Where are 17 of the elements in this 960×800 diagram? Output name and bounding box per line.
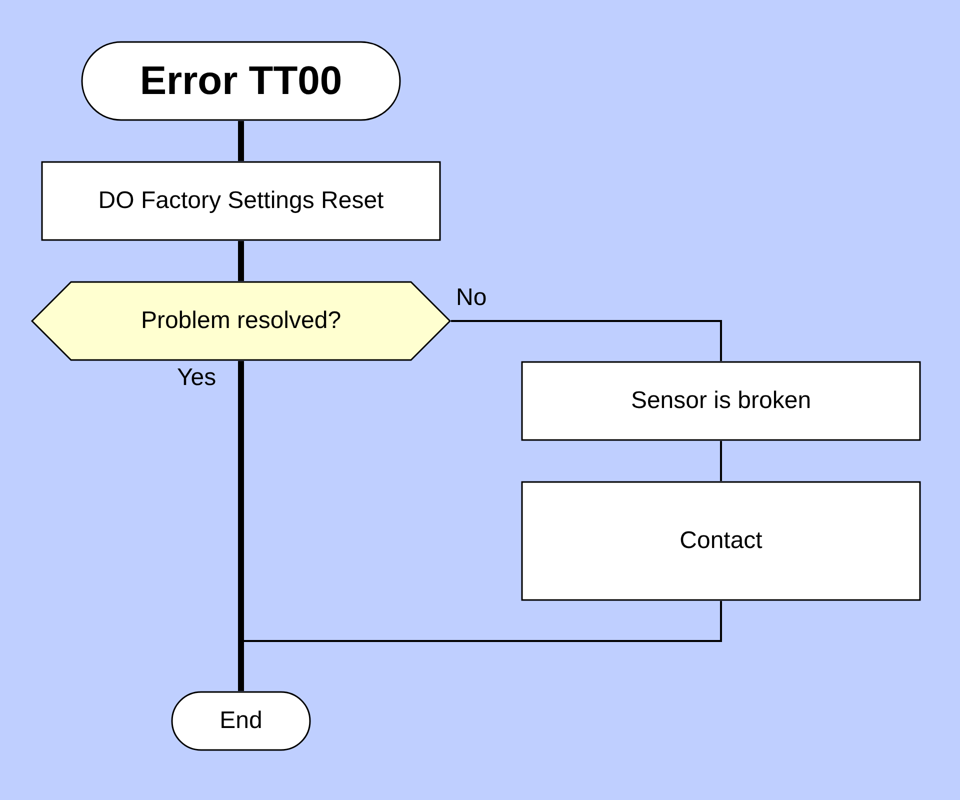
connector-line: [238, 241, 244, 281]
node-label: Problem resolved?: [140, 306, 342, 336]
connector-line: [238, 361, 244, 691]
node-label: Sensor is broken: [630, 386, 812, 416]
connector-line: [451, 320, 722, 361]
process-box: [41, 161, 441, 241]
edge-label: Yes: [177, 364, 216, 392]
process-box: [521, 361, 921, 441]
title-text: Error TT00: [140, 58, 342, 105]
edge-label: No: [456, 284, 487, 312]
decision-hexagon: [31, 281, 451, 361]
node-label: Contact: [680, 526, 762, 556]
node-label: End: [220, 706, 262, 736]
process-box: [521, 481, 921, 601]
connector-line: [238, 121, 244, 161]
connector-line: [720, 441, 722, 481]
node-label: DO Factory Settings Reset: [98, 186, 384, 216]
